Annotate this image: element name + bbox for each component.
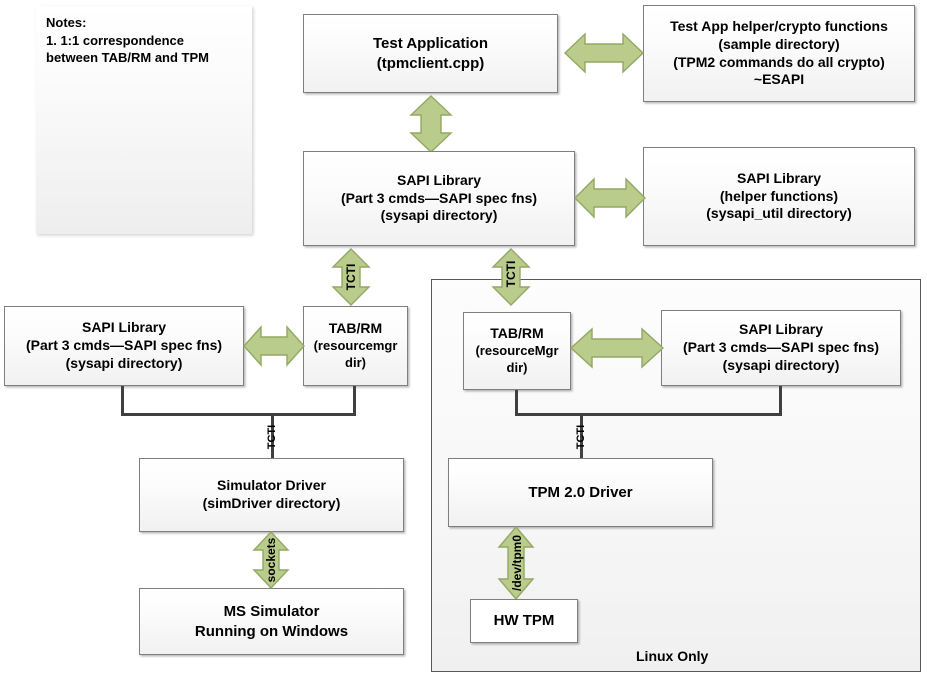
test-application-line-2: (tpmclient.cpp)	[376, 54, 485, 72]
test-app-helper-line-2: (sample directory)	[718, 35, 840, 52]
linux-only-label: Linux Only	[636, 648, 709, 664]
notes-item-1: 1. 1:1 correspondence	[46, 32, 184, 48]
dev-tpm0-label: /dev/tpm0	[510, 534, 524, 592]
arrow-sapi-to-tabrm-windows	[243, 325, 305, 367]
notes-panel: Notes: 1. 1:1 correspondence between TAB…	[36, 6, 252, 234]
sapi-linux-line-1: SAPI Library	[738, 321, 824, 338]
sockets-label: sockets	[264, 537, 278, 583]
box-tabrm-linux[interactable]: TAB/RM (resourceMgr dir)	[463, 312, 571, 390]
sapi-windows-line-3: (sysapi directory)	[65, 354, 183, 371]
box-hw-tpm[interactable]: HW TPM	[470, 599, 578, 643]
ms-simulator-line-2: Running on Windows	[194, 622, 349, 640]
connector-linux-drop	[580, 413, 583, 458]
arrow-tcti-windows	[331, 248, 371, 306]
arrow-tcti-linux	[491, 248, 531, 306]
sapi-linux-line-3: (sysapi directory)	[722, 356, 840, 373]
sapi-helper-line-2: (helper functions)	[719, 187, 839, 204]
notes-title: Notes:	[46, 15, 87, 30]
connector-windows-right-vertical	[353, 386, 356, 416]
connector-linux-horizontal	[515, 413, 782, 416]
test-app-helper-line-3: (TPM2 commands do all crypto)	[673, 53, 885, 70]
tabrm-linux-line-1: TAB/RM	[490, 325, 544, 342]
connector-windows-drop	[271, 413, 274, 458]
sapi-helper-line-3: (sysapi_util directory)	[706, 205, 852, 222]
sapi-windows-line-2: (Part 3 cmds—SAPI spec fns)	[25, 337, 223, 354]
sapi-main-line-3: (sysapi directory)	[380, 207, 498, 224]
tabrm-windows-line-2: (resourcemgr	[313, 338, 398, 354]
sapi-main-line-2: (Part 3 cmds—SAPI spec fns)	[340, 189, 538, 206]
arrow-sapi-main-to-helper	[574, 177, 646, 219]
connector-linux-right-vertical	[779, 386, 782, 416]
arrow-testapp-to-sapi	[409, 95, 453, 153]
connector-windows-horizontal	[121, 413, 356, 416]
box-tpm-driver[interactable]: TPM 2.0 Driver	[448, 458, 713, 527]
box-sapi-library-helper[interactable]: SAPI Library (helper functions) (sysapi_…	[643, 147, 915, 246]
tcti-label-windows: TCTI	[344, 263, 358, 291]
tabrm-windows-line-3: dir)	[345, 354, 366, 370]
connector-linux-left-vertical	[515, 390, 518, 416]
simulator-driver-line-1: Simulator Driver	[217, 477, 326, 494]
box-test-application[interactable]: Test Application (tpmclient.cpp)	[303, 14, 558, 93]
tabrm-windows-line-1: TAB/RM	[328, 320, 383, 337]
sapi-helper-line-1: SAPI Library	[736, 169, 822, 186]
box-test-app-helper-crypto[interactable]: Test App helper/crypto functions (sample…	[643, 5, 915, 102]
connector-windows-left-vertical	[121, 386, 124, 416]
sapi-linux-line-2: (Part 3 cmds—SAPI spec fns)	[682, 339, 880, 356]
box-ms-simulator[interactable]: MS Simulator Running on Windows	[139, 588, 404, 655]
test-app-helper-line-4: ~ESAPI	[753, 71, 805, 88]
simulator-driver-line-2: (simDriver directory)	[202, 495, 341, 511]
ms-simulator-line-1: MS Simulator	[223, 603, 320, 621]
sapi-windows-line-1: SAPI Library	[81, 319, 167, 336]
box-sapi-library-linux[interactable]: SAPI Library (Part 3 cmds—SAPI spec fns)…	[661, 310, 901, 386]
hw-tpm-line-1: HW TPM	[493, 612, 555, 630]
arrow-testapp-to-helper	[563, 32, 645, 74]
box-sapi-library-main[interactable]: SAPI Library (Part 3 cmds—SAPI spec fns)…	[303, 151, 575, 246]
tpm-driver-line-1: TPM 2.0 Driver	[528, 483, 633, 501]
tcti-label-simulator: TCTI	[266, 424, 278, 450]
box-tabrm-windows[interactable]: TAB/RM (resourcemgr dir)	[303, 306, 408, 386]
test-app-helper-line-1: Test App helper/crypto functions	[670, 17, 888, 34]
tabrm-linux-line-3: dir)	[506, 359, 528, 375]
notes-item-2: between TAB/RM and TPM	[46, 50, 209, 66]
tabrm-linux-line-2: (resourceMgr	[475, 343, 559, 359]
tcti-label-tpm-driver: TCTI	[575, 424, 587, 450]
tcti-label-linux: TCTI	[504, 260, 518, 288]
box-sapi-library-windows[interactable]: SAPI Library (Part 3 cmds—SAPI spec fns)…	[4, 306, 244, 386]
sapi-main-line-1: SAPI Library	[396, 171, 482, 188]
test-application-line-1: Test Application	[372, 35, 488, 53]
box-simulator-driver[interactable]: Simulator Driver (simDriver directory)	[139, 458, 404, 532]
arrow-tabrm-to-sapi-linux	[569, 327, 665, 369]
